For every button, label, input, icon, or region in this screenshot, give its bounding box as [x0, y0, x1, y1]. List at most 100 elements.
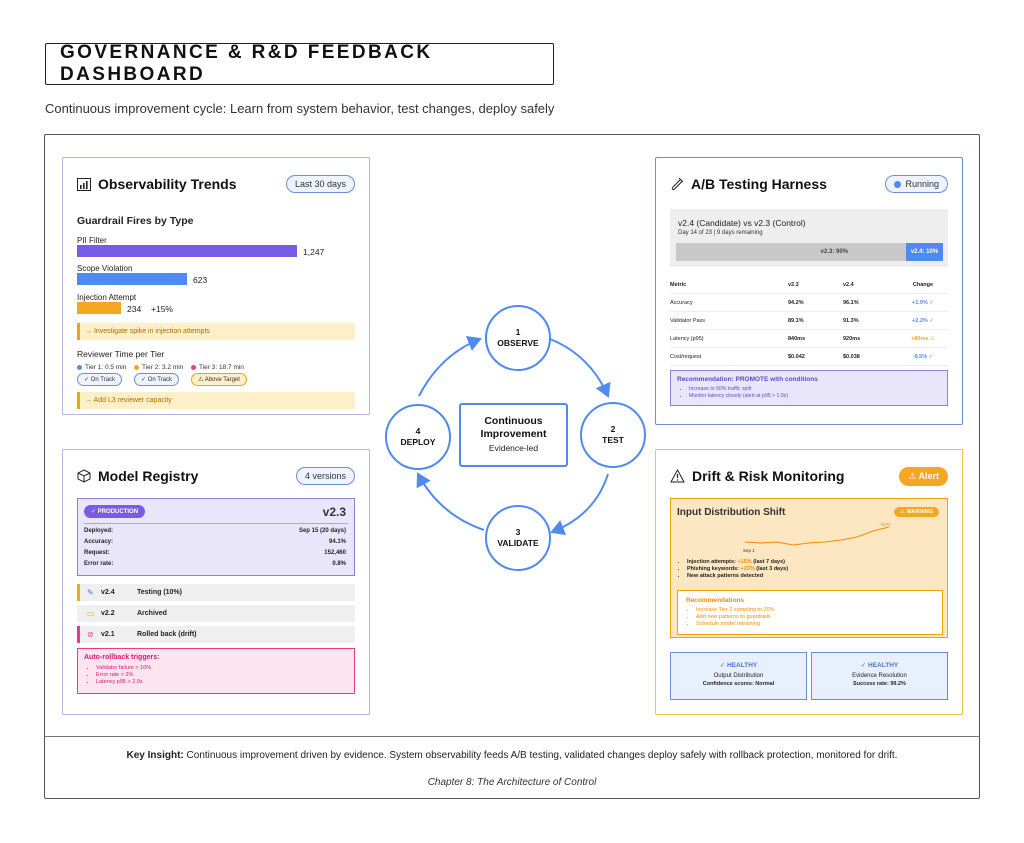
production-badge: ✓ PRODUCTION: [84, 505, 146, 518]
health-detail: Confidence scores: Normal: [702, 681, 775, 687]
rollback-item: Validator failure > 10%: [96, 665, 348, 672]
divider: [84, 523, 348, 524]
bar-label: PII Filter: [77, 236, 107, 245]
bar-chart-icon: [77, 177, 91, 191]
chart-end-label: +20%: [879, 522, 891, 527]
bar-pii-filter: [77, 245, 297, 257]
registry-title: Model Registry: [98, 468, 199, 484]
tier-dot: [191, 365, 196, 370]
health-name: Output Distribution: [713, 673, 764, 679]
table-row: Accuracy 94.2% 96.1% +1.9% ✓: [670, 294, 948, 312]
node-label: VALIDATE: [497, 538, 539, 548]
tier-label: Tier 2: 3.2 min: [142, 364, 184, 371]
production-row: Accuracy:94.1%: [84, 539, 346, 545]
chart-start-label: Sep 1: [743, 548, 755, 553]
alert-pill[interactable]: ⚠ Alert: [899, 467, 948, 486]
tier-3-status: ⚠ Above Target: [191, 373, 247, 386]
rollback-title: Auto-rollback triggers:: [84, 654, 160, 661]
footer-divider: [45, 736, 979, 737]
cycle-center-subtitle: Evidence-led: [488, 443, 539, 453]
version-count-pill[interactable]: 4 versions: [295, 467, 355, 485]
key-insight: Key Insight: Continuous improvement driv…: [45, 750, 979, 761]
control-cell: 840ms: [788, 335, 806, 342]
running-status-pill[interactable]: Running: [885, 175, 948, 193]
version-status: Rolled back (drift): [137, 631, 197, 638]
change-cell: +80ms ⚠: [911, 335, 935, 342]
candidate-cell: $0.038: [843, 353, 860, 360]
observability-title: Observability Trends: [98, 176, 237, 192]
finding-suffix: (last 3 days): [756, 566, 789, 572]
column-header: Metric: [670, 281, 687, 288]
bar-value: 234: [127, 304, 142, 314]
shift-title: Input Distribution Shift: [677, 507, 786, 518]
tier-label: Tier 1: 0.5 min: [85, 364, 127, 371]
health-status: ✓ HEALTHY: [719, 662, 758, 669]
chapter-caption: Chapter 8: The Architecture of Control: [427, 777, 597, 788]
table-row: Validator Pass 89.1% 91.3% +2.2% ✓: [670, 312, 948, 330]
rollback-panel: Auto-rollback triggers: Validator failur…: [77, 648, 355, 694]
period-pill[interactable]: Last 30 days: [285, 175, 355, 193]
finding-value: +23%: [740, 566, 755, 572]
row-value: Sep 15 (20 days): [298, 528, 346, 534]
running-label: Running: [905, 179, 939, 189]
tier-dot: [134, 365, 139, 370]
node-number: 1: [515, 327, 521, 337]
version-row-v2-2[interactable]: ▭ v2.2 Archived: [77, 605, 355, 622]
recommendation-item: Add new patterns to guardrails: [696, 614, 934, 621]
control-cell: $0.042: [788, 353, 805, 360]
recommendation-item: Increase to 50% traffic split: [689, 386, 941, 393]
version-label: v2.4: [101, 589, 115, 596]
warning-badge: ⚠ WARNING: [893, 507, 939, 517]
status-bar: [77, 605, 80, 622]
bar-scope-violation: [77, 273, 187, 285]
version-row-v2-4[interactable]: ✎ v2.4 Testing (10%): [77, 584, 355, 601]
change-cell: +2.2% ✓: [912, 317, 934, 324]
production-row: Error rate:0.8%: [84, 561, 346, 567]
node-label: TEST: [602, 435, 624, 445]
rollback-item: Latency p95 > 2.0s: [96, 679, 348, 686]
page-title: GOVERNANCE & R&D FEEDBACK DASHBOARD: [60, 42, 433, 85]
insight-text: Continuous improvement driven by evidenc…: [186, 750, 898, 761]
pencil-icon: ✎: [87, 588, 94, 597]
candidate-split: v2.4: 10%: [906, 243, 943, 261]
version-status: Testing (10%): [137, 589, 182, 596]
experiment-panel: v2.4 (Candidate) vs v2.3 (Control) Day 1…: [670, 209, 948, 267]
shift-trend-line: [744, 526, 890, 546]
row-value: 94.1%: [328, 539, 346, 545]
running-dot-icon: [894, 180, 902, 188]
production-row: Deployed: Sep 15 (20 days): [84, 528, 346, 534]
warning-icon: [670, 469, 685, 483]
experiment-comparison: v2.4 (Candidate) vs v2.3 (Control): [678, 218, 806, 228]
change-cell: +1.9% ✓: [912, 299, 934, 306]
model-registry-card: Model Registry 4 versions ✓ PRODUCTION v…: [62, 449, 370, 715]
recommendation-item: Schedule model retraining: [696, 621, 934, 628]
version-label: v2.1: [101, 631, 115, 638]
row-key: Deployed:: [84, 528, 114, 534]
output-distribution-health: ✓ HEALTHY Output Distribution Confidence…: [670, 652, 807, 700]
finding-item: Phishing keywords: +23% (last 3 days): [687, 566, 788, 573]
injection-note: → Investigate spike in injection attempt…: [77, 323, 355, 340]
guardrail-section-title: Guardrail Fires by Type: [77, 215, 194, 227]
production-row: Request:152,460: [84, 550, 346, 556]
version-row-v2-1[interactable]: ⊘ v2.1 Rolled back (drift): [77, 626, 355, 643]
page-subtitle: Continuous improvement cycle: Learn from…: [45, 101, 555, 116]
reviewer-note: → Add L3 reviewer capacity: [77, 392, 355, 409]
row-value: 0.8%: [332, 561, 346, 567]
row-value: 152,460: [324, 550, 346, 556]
node-number: 4: [415, 426, 421, 436]
node-label: DEPLOY: [400, 437, 436, 447]
recommendation-item: Increase Tier 2 sampling to 20%: [696, 607, 934, 614]
tier-1-status: ✓ On Track: [77, 373, 123, 386]
health-status: ✓ HEALTHY: [860, 662, 899, 669]
column-header: Change: [912, 281, 934, 288]
test-tube-icon: [671, 177, 684, 191]
bar-label: Injection Attempt: [77, 293, 137, 302]
finding-item: New attack patterns detected: [687, 573, 788, 580]
control-cell: 94.2%: [788, 299, 804, 306]
finding-item: Injection attempts: +15% (last 7 days): [687, 559, 788, 566]
table-header: Metric v2.3 v2.4 Change: [670, 276, 948, 294]
